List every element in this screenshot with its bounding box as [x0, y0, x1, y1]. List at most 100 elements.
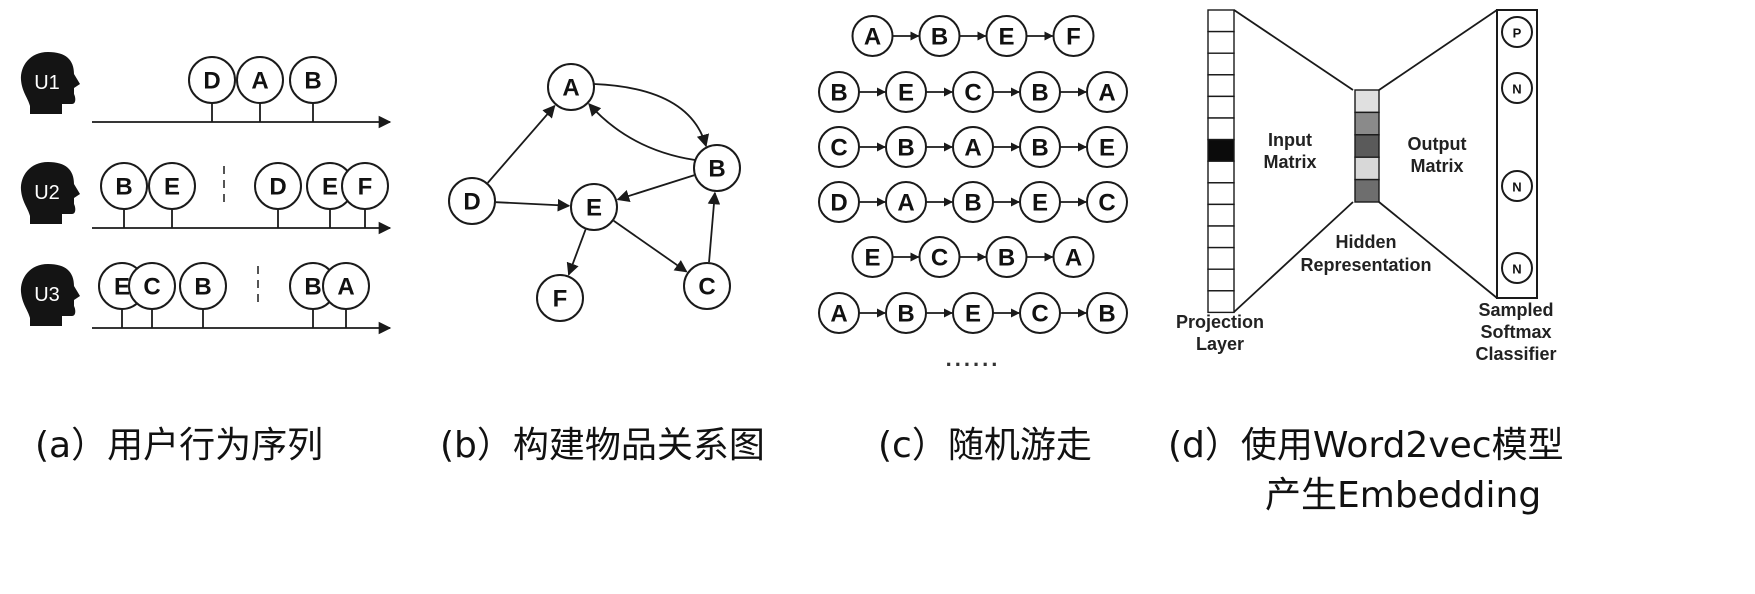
input-matrix-edge-bottom: [1233, 201, 1354, 313]
walk-node-label: B: [964, 190, 981, 217]
walk-node-circle: [818, 126, 860, 168]
projection-cell: [1207, 95, 1235, 119]
walk-node: F: [1052, 15, 1095, 57]
projection-cell: [1207, 268, 1235, 292]
walk-node: A: [952, 126, 994, 168]
edge-E-F: [566, 229, 587, 276]
projection-cell: [1207, 182, 1235, 206]
graph-node-D-label: D: [463, 189, 480, 216]
event-node-circle: [289, 56, 337, 104]
walk-node-label: E: [898, 80, 914, 107]
walk-node-circle: [1052, 15, 1095, 57]
caption-d-line2: 产生Embedding: [1265, 475, 1542, 516]
projection-cell: [1207, 160, 1235, 184]
graph-node-F: F: [536, 274, 584, 322]
output-layer-box: [1496, 9, 1538, 299]
projection-cell: [1207, 225, 1235, 249]
user-label: U2: [34, 182, 60, 204]
projection-cell: [1207, 138, 1235, 162]
event-node-label: D: [269, 174, 286, 201]
walk-node-label: E: [864, 245, 880, 272]
event-node: A: [322, 262, 370, 310]
graph-node-D: D: [448, 177, 496, 225]
walk-node-circle: [851, 236, 894, 278]
walk-node-label: C: [1031, 301, 1048, 328]
edge-C-B: [707, 191, 721, 263]
walk-node-label: A: [1098, 80, 1115, 107]
projection-cell: [1207, 74, 1235, 98]
graph-node-E-circle: [570, 183, 618, 231]
walk-node-circle: [952, 71, 994, 113]
event-node-circle: [100, 162, 148, 210]
user-label: U3: [34, 284, 60, 306]
walk-node: B: [918, 15, 961, 57]
graph-node-B-circle: [693, 144, 741, 192]
user-label: U1: [34, 72, 60, 94]
projection-cell: [1207, 246, 1235, 270]
event-node: E: [148, 162, 196, 210]
edge-A-B: [593, 83, 710, 148]
output-node-circle: [1501, 72, 1533, 104]
user-head-icon: [20, 264, 80, 326]
event-node-label: D: [203, 68, 220, 95]
walk-node-label: B: [1031, 135, 1048, 162]
event-node: B: [100, 162, 148, 210]
walk-node: C: [918, 236, 961, 278]
graph-node-A-label: A: [562, 75, 579, 102]
walk-node-label: C: [931, 245, 948, 272]
walk-node-label: B: [1098, 301, 1115, 328]
walk-ellipsis: ......: [946, 346, 1001, 371]
walk-node: E: [952, 292, 994, 334]
event-node-label: A: [251, 68, 268, 95]
event-node-circle: [236, 56, 284, 104]
walk-node-circle: [818, 181, 860, 223]
event-node-label: B: [115, 174, 132, 201]
output-node-label: N: [1512, 262, 1521, 277]
walk-node-circle: [918, 236, 961, 278]
hidden-cell: [1354, 89, 1380, 114]
walk-node: B: [952, 181, 994, 223]
output-node-label: N: [1512, 180, 1521, 195]
walk-node-circle: [851, 15, 894, 57]
walk-node-label: E: [965, 301, 981, 328]
walk-node-label: B: [998, 245, 1015, 272]
event-node-circle: [254, 162, 302, 210]
walk-node-circle: [1086, 292, 1128, 334]
event-node-circle: [322, 262, 370, 310]
walk-node-circle: [1086, 126, 1128, 168]
walk-node-label: B: [830, 80, 847, 107]
projection-cell: [1207, 290, 1235, 314]
event-node-circle: [128, 262, 176, 310]
graph-node-B: B: [693, 144, 741, 192]
walk-node: E: [1086, 126, 1128, 168]
walk-node-circle: [885, 71, 927, 113]
user-head-icon: [20, 52, 80, 114]
graph-node-C: C: [683, 262, 731, 310]
walk-node: B: [818, 71, 860, 113]
graph-node-F-label: F: [553, 286, 568, 313]
walk-node-label: A: [1065, 245, 1082, 272]
panel-b-item-graph: A B D E F C: [448, 63, 741, 322]
graph-node-D-circle: [448, 177, 496, 225]
graph-node-E-label: E: [586, 195, 602, 222]
walk-node: E: [985, 15, 1028, 57]
projection-cell: [1207, 117, 1235, 141]
caption-d-line1: (d）使用Word2vec模型: [1168, 425, 1564, 466]
walk-node-label: B: [897, 301, 914, 328]
walk-node-label: B: [931, 24, 948, 51]
walk-node-label: B: [897, 135, 914, 162]
event-node-label: C: [143, 274, 160, 301]
walk-node-circle: [1019, 126, 1061, 168]
graph-node-E: E: [570, 183, 618, 231]
walk-node-circle: [1052, 236, 1095, 278]
walk-node-circle: [952, 292, 994, 334]
walk-node: C: [952, 71, 994, 113]
caption-b: (b）构建物品关系图: [440, 425, 765, 466]
